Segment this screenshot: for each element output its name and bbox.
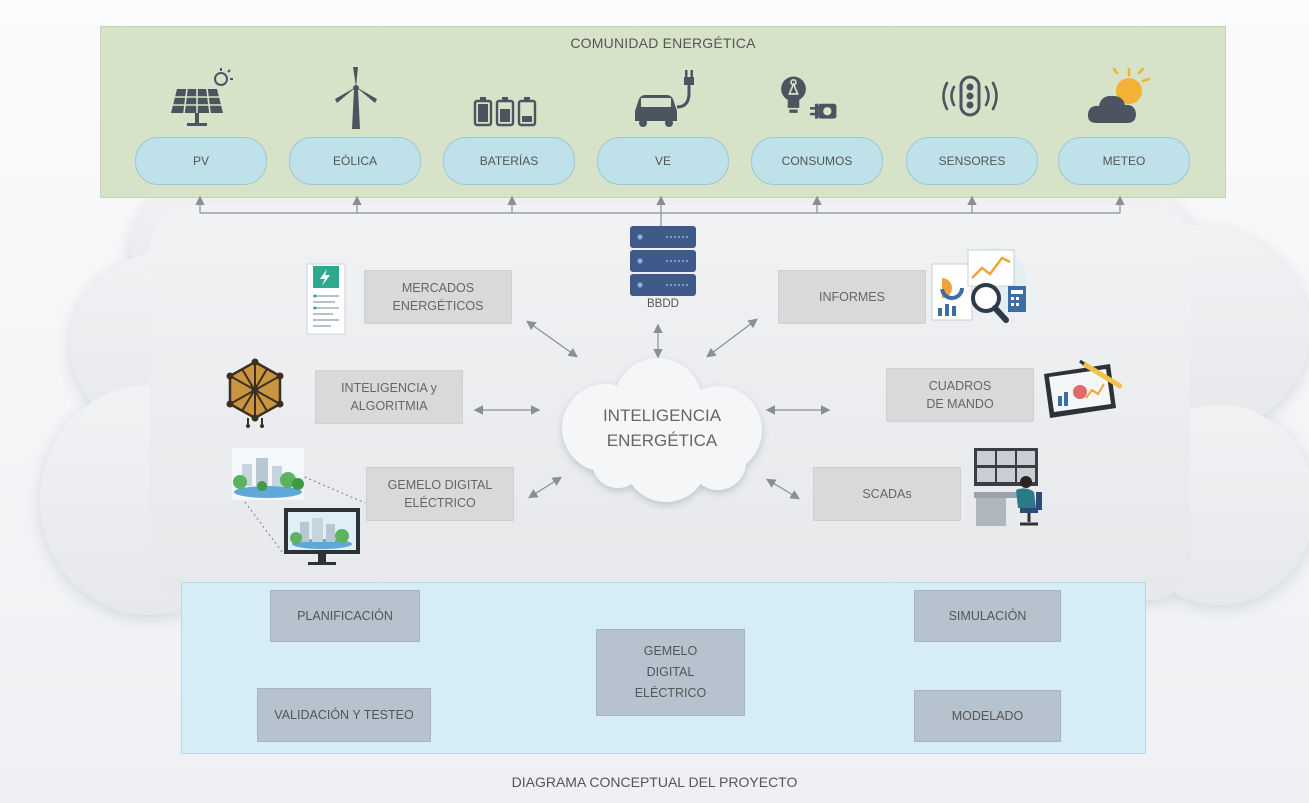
pill-meteo[interactable]: METEO bbox=[1058, 137, 1190, 185]
sensor-icon bbox=[942, 75, 998, 117]
community-title: COMUNIDAD ENERGÉTICA bbox=[570, 35, 756, 51]
electric-car-icon bbox=[635, 70, 694, 127]
solar-panel-icon bbox=[171, 68, 233, 126]
box-inteligencia-algoritmia[interactable]: INTELIGENCIA y ALGORITMIA bbox=[315, 370, 463, 424]
pill-eolica[interactable]: EÓLICA bbox=[289, 137, 421, 185]
digital-twin-monitor-icon bbox=[284, 508, 360, 565]
box-line: DIGITAL bbox=[646, 664, 695, 679]
box-line: ENERGÉTICOS bbox=[392, 299, 484, 313]
energy-market-document-icon bbox=[306, 263, 346, 335]
central-title-line2: ENERGÉTICA bbox=[606, 430, 718, 450]
box-line: DE MANDO bbox=[926, 397, 994, 411]
box-line: CUADROS bbox=[928, 378, 992, 393]
pill-pv[interactable]: PV bbox=[135, 137, 267, 185]
box-scadas[interactable]: SCADAs bbox=[813, 467, 961, 521]
box-mercados-energeticos[interactable]: MERCADOS ENERGÉTICOS bbox=[364, 270, 512, 324]
database-label: BBDD bbox=[647, 298, 679, 310]
box-line: GEMELO DIGITAL bbox=[387, 477, 493, 492]
battery-icon bbox=[473, 97, 537, 127]
box-validacion-testeo[interactable]: VALIDACIÓN Y TESTEO bbox=[257, 688, 431, 742]
box-modelado[interactable]: MODELADO bbox=[914, 690, 1061, 742]
bulb-plug-icon bbox=[781, 76, 837, 119]
box-line: INFORMES bbox=[819, 289, 885, 304]
city-landscape-icon bbox=[232, 448, 304, 500]
box-line: SCADAs bbox=[862, 486, 912, 501]
diagram-caption: DIAGRAMA CONCEPTUAL DEL PROYECTO bbox=[511, 774, 798, 790]
central-title: INTELIGENCIA ENERGÉTICA bbox=[560, 404, 764, 453]
pill-baterias[interactable]: BATERÍAS bbox=[443, 137, 575, 185]
box-line: INTELIGENCIA y bbox=[341, 380, 437, 395]
box-line: MERCADOS bbox=[401, 280, 475, 295]
wind-turbine-icon bbox=[335, 67, 377, 129]
dashboard-tablet-icon bbox=[1044, 359, 1122, 418]
pill-sensores[interactable]: SENSORES bbox=[906, 137, 1038, 185]
central-title-line1: INTELIGENCIA bbox=[602, 406, 722, 425]
neural-network-icon bbox=[226, 358, 284, 428]
weather-icon bbox=[1087, 67, 1151, 123]
pill-consumos[interactable]: CONSUMOS bbox=[751, 137, 883, 185]
community-panel: COMUNIDAD ENERGÉTICA bbox=[100, 26, 1226, 198]
box-line: ELÉCTRICO bbox=[634, 686, 707, 701]
pill-ve[interactable]: VE bbox=[597, 137, 729, 185]
box-informes[interactable]: INFORMES bbox=[778, 270, 926, 324]
box-line: GEMELO bbox=[643, 643, 698, 658]
box-line: ALGORITMIA bbox=[350, 399, 428, 413]
box-planificacion[interactable]: PLANIFICACIÓN bbox=[270, 590, 420, 642]
box-simulacion[interactable]: SIMULACIÓN bbox=[914, 590, 1061, 642]
reports-analytics-icon bbox=[931, 248, 1026, 323]
database-server-icon bbox=[630, 226, 696, 296]
box-gemelo-digital[interactable]: GEMELO DIGITAL ELÉCTRICO bbox=[366, 467, 514, 521]
central-cloud-shape bbox=[562, 358, 762, 502]
box-gemelo-digital-electrico[interactable]: GEMELO DIGITAL ELÉCTRICO bbox=[596, 629, 745, 716]
box-cuadros-de-mando[interactable]: CUADROS DE MANDO bbox=[886, 368, 1034, 422]
scada-operator-icon bbox=[974, 448, 1042, 526]
box-line: ELÉCTRICO bbox=[404, 496, 476, 510]
